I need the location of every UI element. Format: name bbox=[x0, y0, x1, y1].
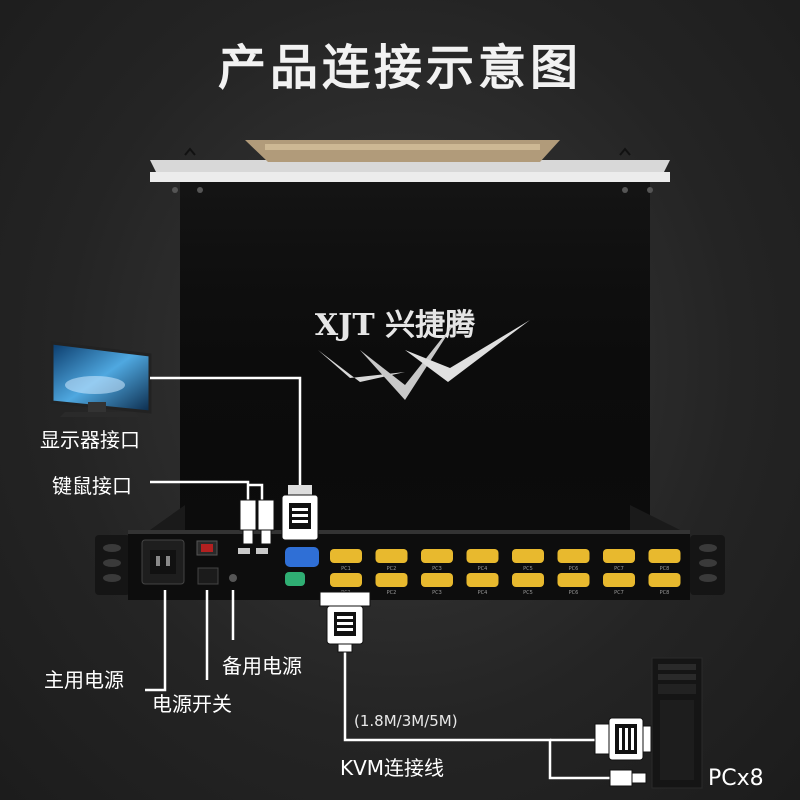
vga-display-plug bbox=[281, 485, 319, 541]
brand-logo-chevrons bbox=[318, 318, 530, 400]
vga-port-pc5: PC5 bbox=[512, 573, 544, 596]
label-keyboard-mouse-port: 键鼠接口 bbox=[52, 474, 132, 498]
port-label: PC5 bbox=[523, 590, 533, 596]
port-label: PC8 bbox=[660, 590, 670, 596]
label-cable-lengths: (1.8M/3M/5M) bbox=[354, 712, 458, 730]
connection-lines bbox=[145, 376, 610, 780]
port-label: PC6 bbox=[569, 590, 579, 596]
pc-tower-image bbox=[651, 657, 703, 789]
vga-port-pc4: PC4 bbox=[466, 549, 499, 572]
port-label: PC5 bbox=[523, 566, 533, 572]
port-label: PC8 bbox=[660, 566, 670, 572]
vga-port-pc8: PC8 bbox=[648, 549, 681, 572]
port-label: PC7 bbox=[614, 566, 624, 572]
vga-port-pc1: PC1 bbox=[330, 549, 362, 572]
port-label: PC4 bbox=[478, 590, 488, 596]
vga-port-pc2: PC2 bbox=[375, 549, 408, 572]
kvm-cable-plug bbox=[319, 591, 371, 653]
label-power-switch: 电源开关 bbox=[152, 692, 232, 716]
vga-port-pc7: PC7 bbox=[603, 549, 635, 572]
page-title: 产品连接示意图 bbox=[217, 40, 582, 96]
brand-logo-text: XJT 兴捷腾 bbox=[315, 308, 476, 343]
label-display-port: 显示器接口 bbox=[40, 428, 140, 452]
port-label: PC7 bbox=[614, 590, 624, 596]
port-label: PC1 bbox=[341, 566, 351, 572]
vga-port-pc5: PC5 bbox=[512, 549, 544, 572]
kvm-rack-chassis bbox=[95, 530, 725, 600]
port-label: PC3 bbox=[432, 566, 442, 572]
vga-ports-top: PC1 PC2 PC3 PC4 PC5 PC6 PC7 PC8 bbox=[330, 549, 681, 572]
pc-side-plugs bbox=[594, 717, 652, 787]
monitor-image bbox=[50, 341, 152, 417]
vga-port-pc6: PC6 bbox=[557, 549, 590, 572]
port-label: PC2 bbox=[387, 590, 397, 596]
vga-port-pc7: PC7 bbox=[603, 573, 635, 596]
vga-port-pc3: PC3 bbox=[421, 549, 453, 572]
vga-port-pc6: PC6 bbox=[557, 573, 590, 596]
vga-port-pc3: PC3 bbox=[421, 573, 453, 596]
label-pc-count: PCx8 bbox=[708, 766, 764, 791]
vga-port-pc8: PC8 bbox=[648, 573, 681, 596]
vga-port-pc4: PC4 bbox=[466, 573, 499, 596]
usb-keyboard-mouse-plugs bbox=[239, 499, 275, 545]
port-label: PC6 bbox=[569, 566, 579, 572]
label-backup-power: 备用电源 bbox=[222, 654, 302, 678]
vga-port-pc2: PC2 bbox=[375, 573, 408, 596]
label-main-power: 主用电源 bbox=[44, 668, 124, 692]
port-label: PC2 bbox=[387, 566, 397, 572]
label-kvm-cable: KVM连接线 bbox=[340, 756, 445, 780]
port-label: PC4 bbox=[478, 566, 488, 572]
port-label: PC3 bbox=[432, 590, 442, 596]
